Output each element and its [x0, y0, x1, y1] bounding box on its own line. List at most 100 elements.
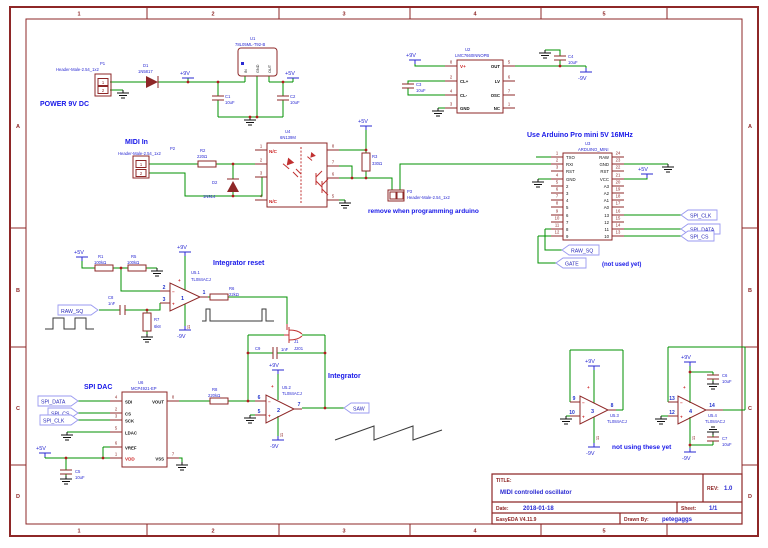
- power-flag-neg9v[interactable]: -9V: [578, 68, 592, 82]
- component-U6[interactable]: 4 2 3 5 6 1 8 7 SDI CS SCK LDAC VREF VDD…: [110, 380, 179, 468]
- power-flag-neg9v[interactable]: -9V: [682, 448, 696, 462]
- power-flag-neg9v[interactable]: -9V: [177, 326, 191, 340]
- power-flag-9v[interactable]: +9V: [180, 71, 194, 79]
- pin-number: 22: [616, 165, 621, 170]
- net-flag-saw[interactable]: SAW: [343, 402, 370, 414]
- pin-name: OUT: [268, 64, 272, 73]
- component-U1[interactable]: IN GND OUT U1 78L05ML-T92-B: [235, 36, 278, 77]
- ref-des: C1: [225, 94, 231, 99]
- power-flag-9v[interactable]: +9V: [177, 245, 191, 256]
- sheet-value: 1/1: [709, 506, 718, 512]
- ref-des: C3: [416, 82, 422, 87]
- component-R1[interactable]: R1 100kΩ: [94, 254, 114, 272]
- pin-number: 12: [555, 230, 560, 235]
- component-U2[interactable]: 8 2 4 3 5 6 7 1 V+ CL+ CL- GND OUT LV OS…: [445, 47, 515, 114]
- date-label: Date:: [496, 506, 509, 512]
- component-C3[interactable]: C3 10uF: [402, 82, 426, 93]
- net-flag-spi-clk[interactable]: SPI_CLK: [680, 209, 718, 221]
- ground-symbol: [150, 267, 164, 277]
- pin-number: 13: [616, 230, 621, 235]
- power-label: +5V: [36, 446, 46, 452]
- pin-number: 3: [115, 414, 118, 419]
- component-P2[interactable]: 1 2 P2 Header-Male-2.54_1x2: [118, 146, 176, 179]
- pin-name: VCC: [600, 177, 609, 182]
- net-flag-spi-data-dac[interactable]: SPI_DATA: [37, 395, 79, 407]
- component-R8[interactable]: R8 220kΩ: [208, 387, 229, 405]
- frame-col: 5: [602, 529, 605, 535]
- pin-name: VREF: [125, 446, 137, 451]
- power-flag-9v[interactable]: +9V: [269, 363, 284, 374]
- pin-name: CL-: [460, 93, 468, 98]
- pin-number: 15: [616, 216, 621, 221]
- pin-name: SCK: [125, 419, 135, 424]
- component-C8[interactable]: C8 1nF: [108, 295, 126, 315]
- net-flag-spi-clk-dac[interactable]: SPI_CLK: [39, 414, 79, 426]
- pin-number: 8: [450, 60, 453, 65]
- pin-pad: [97, 78, 109, 86]
- power-bar: [588, 365, 600, 370]
- component-U3[interactable]: U3 ARDUINO_MINI 1 2 3 4 5 6 7 8 9 10 11 …: [551, 141, 624, 241]
- frame-col: 1: [77, 529, 80, 535]
- value: 1N914: [203, 194, 216, 199]
- power-flag-5v[interactable]: +5V: [36, 446, 51, 457]
- noninverting-mark: +: [268, 414, 271, 419]
- component-D2[interactable]: D2 1N914: [203, 178, 239, 199]
- component-U4[interactable]: 1 2 3 4 8 7 6 5 N/C N/C U4 6N139M: [255, 129, 339, 208]
- net-flag-raw-sq[interactable]: RAW_SQ: [561, 244, 600, 256]
- component-R3[interactable]: R3 330Ω: [361, 152, 382, 172]
- ref-des: D2: [212, 180, 218, 185]
- pin-name: VSS: [155, 457, 164, 462]
- component-J1[interactable]: J1 J201: [284, 324, 304, 351]
- power-flag-5v[interactable]: +5V: [74, 250, 88, 261]
- power-flag-9v[interactable]: +9V: [585, 359, 600, 370]
- power-label: -9V: [177, 334, 186, 340]
- optocoupler-internals: [282, 147, 329, 204]
- component-C2[interactable]: C2 10uF: [277, 94, 300, 105]
- component-R7[interactable]: R7 6k8: [142, 312, 161, 332]
- component-C6[interactable]: C6 10uF: [707, 373, 732, 384]
- component-D1[interactable]: D1 1N5817: [138, 63, 159, 88]
- caption-gate-note: (not used yet): [602, 262, 641, 268]
- component-R2[interactable]: R2 220Ω: [197, 148, 217, 168]
- component-C9[interactable]: C9 1nF: [255, 346, 289, 359]
- power-bar: [76, 256, 88, 261]
- cap-plates: [119, 305, 126, 315]
- schematic-title: MIDI controlled oscillator: [500, 490, 572, 496]
- pin-name: CL+: [460, 79, 469, 84]
- power-flag-neg9v[interactable]: -9V: [270, 436, 284, 450]
- pin-name: A3: [604, 184, 610, 189]
- cap-plates: [402, 83, 414, 89]
- pin-number: 6: [332, 172, 335, 177]
- component-U5-1[interactable]: 2 3 1 − + 1 + 11 U5.1 TL084ACJ: [160, 270, 211, 329]
- net-flag-spi-cs[interactable]: SPI_CS: [680, 230, 715, 242]
- component-U5-2[interactable]: 6 5 7 − + 2 + 11 U5.2 TL084ACJ: [255, 384, 302, 437]
- component-C1[interactable]: C1 10uF: [212, 94, 235, 105]
- net-flag-raw-sq-source[interactable]: RAW_SQ: [57, 304, 99, 316]
- pin-number: 1: [556, 151, 559, 156]
- component-U5-3[interactable]: 9 10 8 − + 3 + 11 U5.3 TL084ACJ: [569, 385, 627, 440]
- ref-des: R2: [200, 148, 206, 153]
- power-flag-5v[interactable]: +5V: [358, 119, 372, 130]
- power-flag-neg9v[interactable]: -9V: [586, 443, 600, 457]
- power-flag-9v[interactable]: +9V: [406, 53, 421, 64]
- component-R5[interactable]: R5 100kΩ: [127, 254, 147, 272]
- ref-des: C8: [108, 295, 114, 300]
- component-C5[interactable]: C5 10uF: [60, 469, 85, 480]
- power-flag-9v[interactable]: +9V: [681, 355, 696, 366]
- drawn-by-value: petegaggs: [662, 517, 693, 523]
- component-C7[interactable]: C7 10uF: [707, 436, 732, 447]
- frame-row: A: [16, 124, 20, 130]
- power-flag-5v[interactable]: +5V: [285, 71, 299, 79]
- net-flag-gate[interactable]: GATE: [555, 257, 587, 269]
- power-flag-5v[interactable]: +5V: [638, 167, 653, 178]
- component-R6[interactable]: R6 22kΩ: [209, 286, 239, 301]
- power-bar: [684, 448, 696, 453]
- value: ARDUINO_MINI: [578, 147, 608, 152]
- caption-midi-in: MIDI In: [125, 139, 148, 146]
- component-C4[interactable]: C4 10uF: [554, 54, 578, 65]
- component-P3[interactable]: P3 Header-Male-2.54_1x2: [387, 189, 451, 202]
- component-P1[interactable]: 1 2 P1 Header-Male-2.54_1x2: [56, 61, 112, 97]
- power-label: -9V: [682, 456, 691, 462]
- component-U5-4[interactable]: 13 12 14 − + 4 + 11 U5.4 TL084ACJ: [668, 385, 725, 440]
- value: 220Ω: [197, 154, 207, 159]
